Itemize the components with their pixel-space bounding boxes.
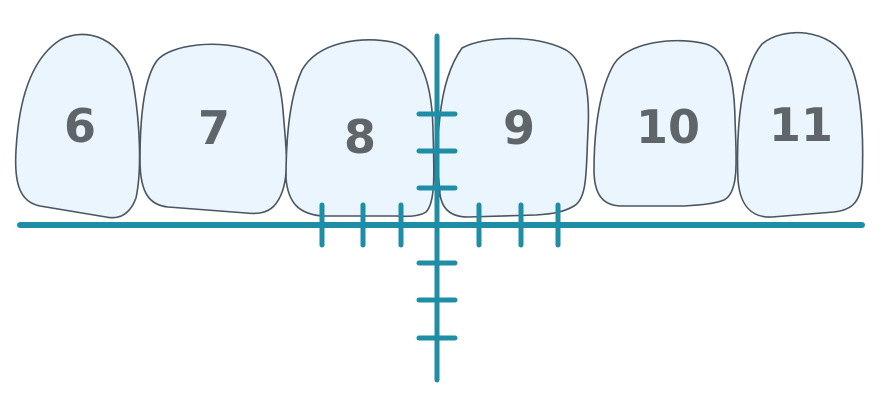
tooth-11-shape [736, 31, 864, 218]
teeth-group: 6 7 8 9 10 11 [14, 31, 864, 219]
tooth-8: 8 [285, 39, 435, 218]
tooth-8-number: 8 [344, 110, 376, 164]
tooth-10-number: 10 [636, 100, 700, 154]
tooth-6-number: 6 [64, 99, 96, 153]
tooth-8-shape [285, 39, 435, 218]
tooth-6: 6 [14, 33, 141, 219]
measurement-axes [17, 33, 865, 383]
tooth-9: 9 [437, 37, 590, 218]
tooth-9-number: 9 [503, 101, 535, 155]
horizontal-ticks [319, 202, 561, 248]
tooth-7-number: 7 [198, 101, 230, 155]
tooth-7-shape [139, 43, 288, 215]
tooth-11-number: 11 [769, 98, 833, 152]
vertical-ticks [416, 111, 458, 341]
tooth-11: 11 [736, 31, 864, 218]
tooth-6-shape [14, 33, 141, 219]
tooth-10: 10 [593, 39, 737, 207]
tooth-7: 7 [139, 43, 288, 215]
tooth-10-shape [593, 39, 737, 207]
